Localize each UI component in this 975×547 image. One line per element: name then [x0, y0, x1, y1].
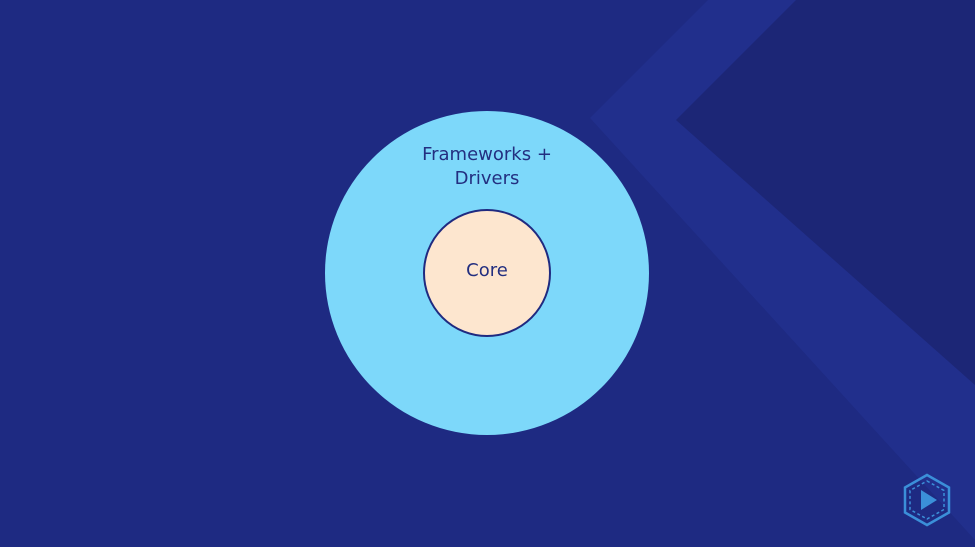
outer-layer-label-line2: Drivers [454, 168, 520, 189]
core-layer-circle [423, 209, 551, 337]
play-hexagon-icon [903, 473, 951, 527]
outer-layer-label-line1: Frameworks + [422, 144, 552, 165]
outer-layer-label: Frameworks + Drivers [387, 143, 587, 191]
core-layer-label: Core [466, 260, 508, 281]
background-chevron-dark [676, 0, 975, 385]
